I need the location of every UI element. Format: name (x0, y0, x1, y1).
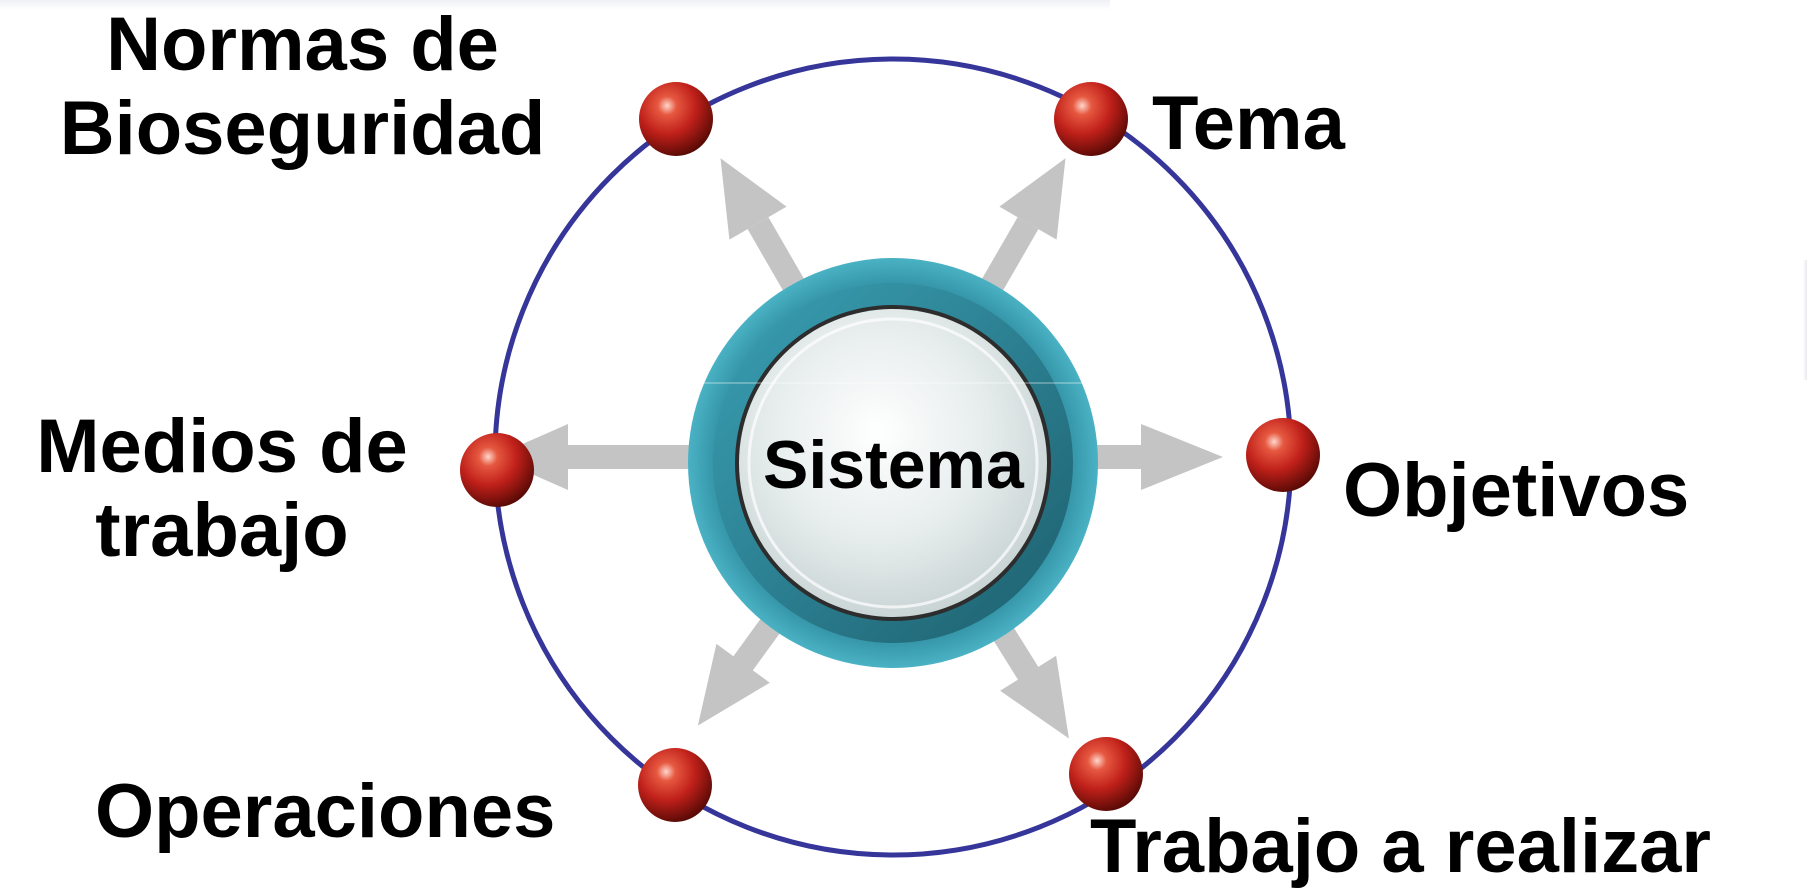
label-tema: Tema (1152, 81, 1345, 166)
top-shadow (0, 0, 1110, 10)
right-edge-shadow (1803, 260, 1807, 380)
arrow-normas (720, 158, 811, 303)
nodes (460, 82, 1320, 822)
node-ball-trabajo (1069, 737, 1143, 811)
node-ball-tema (1054, 82, 1128, 156)
label-objetivos: Objetivos (1343, 448, 1690, 533)
arrow-tema (975, 158, 1066, 303)
label-normas: Normas de Bioseguridad (59, 2, 546, 171)
label-trabajo: Trabajo a realizar (1090, 804, 1711, 889)
node-ball-medios (460, 433, 534, 507)
center-label: Sistema (763, 427, 1024, 503)
label-medios: Medios de trabajo (36, 404, 408, 573)
label-operaciones: Operaciones (95, 769, 556, 854)
node-ball-objetivos (1246, 418, 1320, 492)
hub-button (688, 258, 1098, 668)
arrow-objetivos (1078, 424, 1223, 490)
node-ball-normas (639, 82, 713, 156)
node-ball-operaciones (638, 748, 712, 822)
